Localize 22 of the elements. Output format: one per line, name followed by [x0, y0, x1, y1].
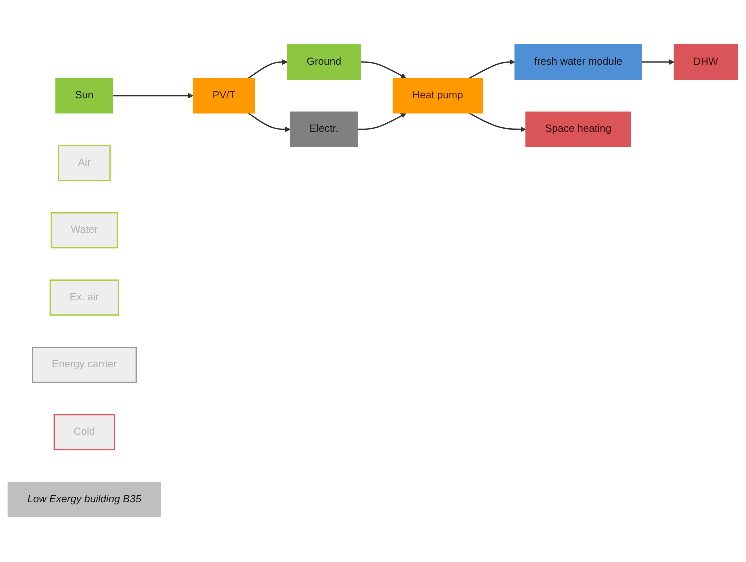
node-box: Energy carrier: [32, 347, 138, 384]
arrow: [248, 59, 288, 79]
node-box: Electr.: [290, 112, 358, 148]
arrow: [358, 113, 407, 130]
node-box: Sun: [56, 78, 114, 114]
node-box: fresh water module: [514, 44, 642, 80]
arrow: [113, 93, 194, 99]
node-box: DHW: [674, 44, 738, 80]
node-box: Air: [58, 145, 111, 182]
arrow: [248, 112, 291, 132]
node-box: Ex. air: [50, 280, 120, 316]
node-box: Cold: [54, 414, 116, 451]
node-box: Heat pump: [392, 78, 484, 114]
node-box: Low Exergy building B35: [8, 482, 162, 518]
arrow: [469, 112, 526, 132]
arrow: [469, 59, 516, 80]
arrow: [360, 62, 407, 79]
node-box: Ground: [287, 44, 362, 80]
node-box: Water: [50, 212, 118, 249]
node-box: Space heating: [526, 112, 632, 148]
arrow: [642, 59, 675, 66]
node-box: PV/T: [193, 78, 256, 114]
